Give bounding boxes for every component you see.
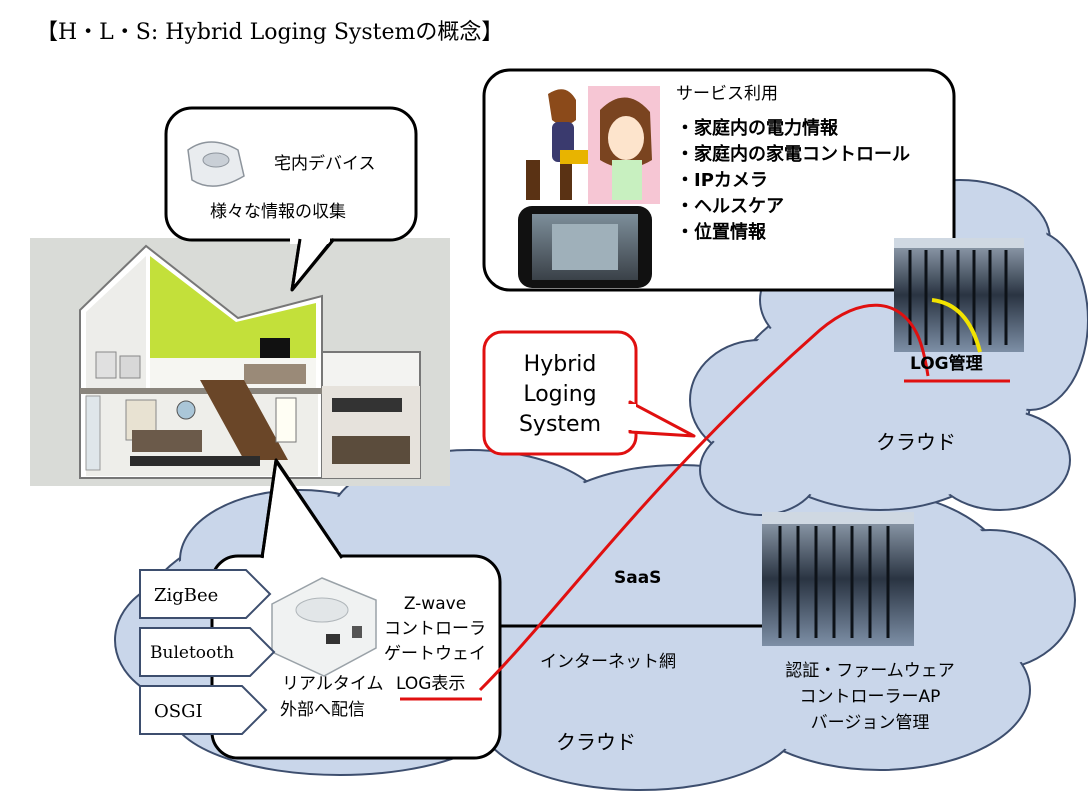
service-heading: サービス利用	[676, 84, 778, 104]
service-item: ・家庭内の家電コントロール	[676, 144, 910, 165]
realtime-label: リアルタイム	[282, 674, 384, 694]
service-item: ・IPカメラ	[676, 170, 768, 191]
saas-label: SaaS	[614, 568, 662, 588]
home-device-icon	[187, 141, 245, 187]
log-management-label: LOG管理	[910, 354, 983, 374]
device-bubble	[164, 106, 418, 292]
yellow-arc	[931, 298, 982, 353]
protocol-zigbee: ZigBee	[154, 585, 219, 606]
woman-illustration	[526, 89, 590, 200]
service-item: ・位置情報	[676, 222, 766, 243]
page-title: 【H・L・S: Hybrid Loging Systemの概念】	[36, 20, 504, 45]
girl-phone-illustration	[588, 86, 660, 204]
hls-red-link	[478, 303, 930, 692]
gateway-device-icon	[271, 577, 377, 677]
hls-callout-text: Hybrid Loging System	[518, 352, 602, 437]
house-illustration	[30, 238, 450, 486]
bottom-cloud-label: クラウド	[556, 730, 636, 754]
hls-callout	[482, 330, 696, 456]
right-cloud-label: クラウド	[876, 430, 956, 454]
service-item: ・家庭内の電力情報	[676, 118, 838, 139]
protocol-bluetooth: Buletooth	[150, 643, 235, 663]
zwave-gateway-text: Z-wave コントローラ ゲートウェイ	[384, 594, 486, 664]
external-delivery-label: 外部へ配信	[280, 700, 365, 720]
log-display-label: LOG表示	[396, 674, 466, 694]
service-item: ・ヘルスケア	[676, 196, 784, 217]
device-bubble-line1: 宅内デバイス	[274, 154, 376, 174]
server-functions: 認証・ファームウェア コントローラーAP バージョン管理	[785, 661, 955, 733]
service-list: ・家庭内の電力情報 ・家庭内の家電コントロール ・IPカメラ ・ヘルスケア ・位…	[676, 116, 910, 246]
server-rack-bottom	[762, 512, 914, 646]
server-rack-top	[894, 238, 1024, 352]
internet-label: インターネット網	[540, 652, 676, 672]
protocol-osgi: OSGI	[154, 701, 203, 722]
device-bubble-line2: 様々な情報の収集	[210, 202, 346, 222]
smartphone-illustration	[518, 206, 652, 288]
protocol-tab-shapes	[139, 569, 276, 735]
